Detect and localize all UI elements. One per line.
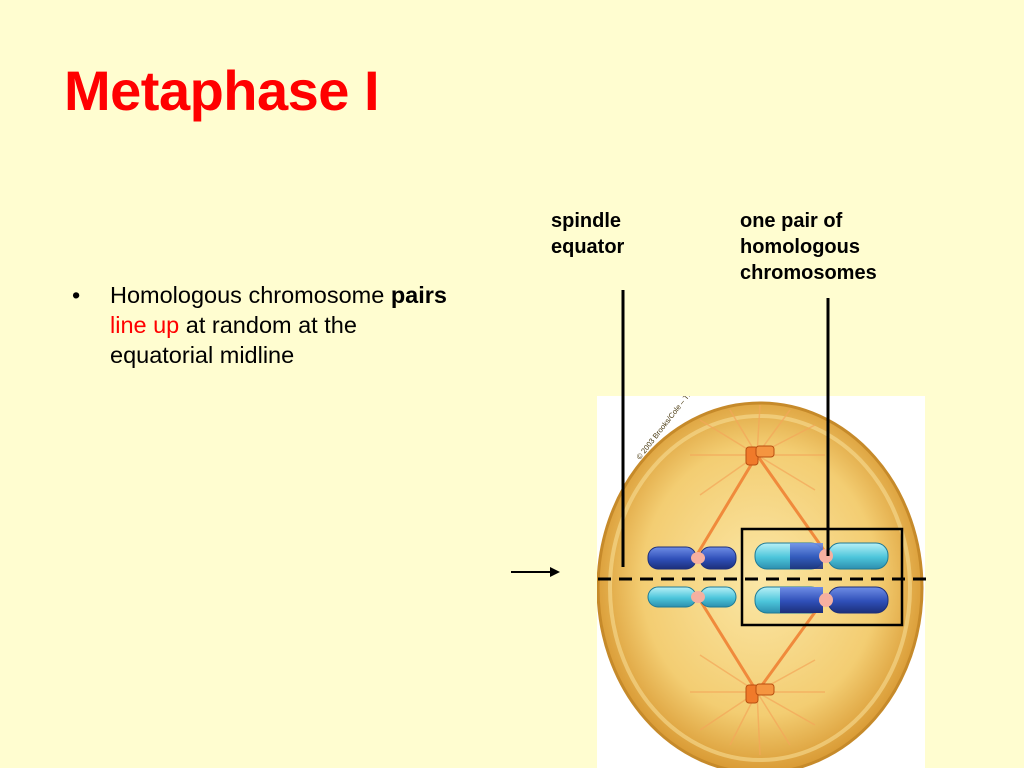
centriole-bottom: [745, 683, 775, 704]
equator-arrow: [511, 567, 560, 577]
bullet-text-prefix: Homologous chromosome: [110, 282, 385, 308]
chromosome-right-upper: [754, 542, 889, 570]
bullet-text-suffix: at random at the equatorial midline: [110, 312, 357, 368]
chromosome-left-lower: [647, 586, 737, 608]
bullet-item: Homologous chromosome pairs line up at r…: [110, 280, 455, 370]
homologous-pair-box: [740, 527, 904, 627]
cell-body: [597, 401, 924, 768]
label-spindle-line-2: equator: [551, 236, 625, 258]
label-homologous-pair: one pair of homologous chromosomes: [740, 208, 877, 286]
label-pair-line-2: homologous: [740, 236, 860, 258]
slide-title: Metaphase I: [64, 59, 380, 122]
centriole-top: [745, 445, 775, 466]
label-spindle-equator: spindle equator: [551, 208, 624, 260]
bullet-dot: •: [72, 282, 81, 308]
chromosome-left-upper: [647, 546, 737, 570]
bullet-text-highlight: line up: [110, 312, 180, 338]
label-spindle-line-1: spindle: [551, 210, 622, 232]
chromosome-right-lower: [754, 586, 889, 614]
label-pair-line-3: chromosomes: [740, 262, 877, 284]
bullet-text-bold: pairs: [390, 282, 447, 308]
label-pair-line-1: one pair of: [740, 210, 843, 232]
